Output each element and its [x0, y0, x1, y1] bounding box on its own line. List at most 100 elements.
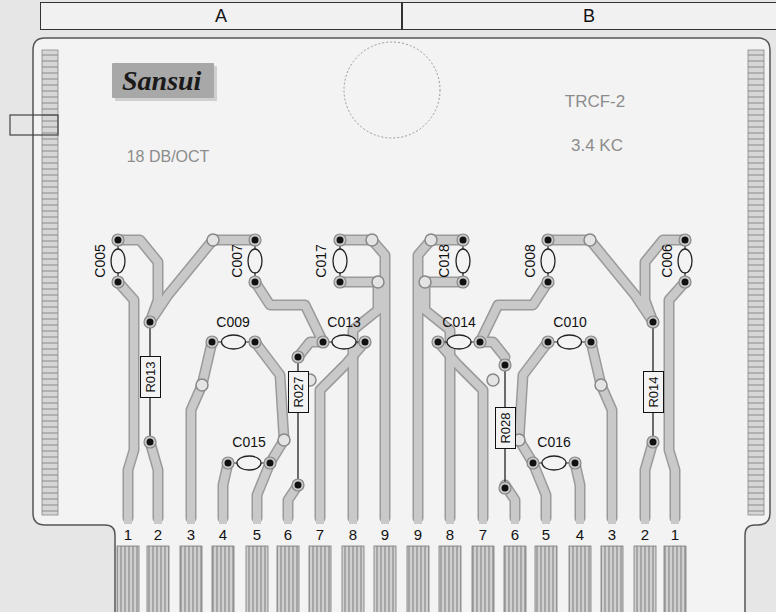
solder-point [267, 460, 274, 467]
copper-trace-edge [548, 240, 653, 322]
solder-point [337, 237, 344, 244]
component-pad [264, 457, 276, 469]
pin-number: 1 [671, 527, 679, 542]
pin-number: 5 [253, 527, 261, 542]
callout-number: C005 [93, 244, 107, 277]
pin-number: 9 [414, 527, 422, 542]
edge-finger [212, 546, 234, 612]
via-pad [584, 234, 596, 246]
solder-point [530, 460, 537, 467]
copper-trace [438, 342, 483, 518]
copper-trace [150, 442, 158, 518]
finger-stub [641, 518, 649, 524]
component-pad [542, 336, 554, 348]
finger-stub [608, 518, 616, 524]
solder-point [252, 237, 259, 244]
pin-number: 6 [511, 527, 519, 542]
callout-number: C007 [230, 244, 244, 277]
component-pad [222, 457, 234, 469]
solder-point [362, 339, 369, 346]
edge-finger [117, 546, 139, 612]
component-pad [334, 234, 346, 246]
edge-finger [277, 546, 299, 612]
solder-point [545, 279, 552, 286]
copper-trace [533, 463, 546, 518]
solder-point [225, 460, 232, 467]
component-pad [585, 336, 597, 348]
edge-finger [407, 546, 429, 612]
edge-finger [342, 546, 364, 612]
via-pad [419, 276, 431, 288]
finger-stub [187, 518, 195, 524]
solder-point [320, 339, 327, 346]
copper-trace-edge [340, 240, 385, 518]
edge-finger [246, 546, 268, 612]
edge-finger [664, 546, 686, 612]
pin-number: 7 [479, 527, 487, 542]
finger-stub [576, 518, 584, 524]
component-pad [499, 482, 511, 494]
copper-trace-edge [257, 463, 270, 518]
brand-logo: Sansui [112, 63, 214, 98]
copper-trace [191, 342, 212, 518]
column-letter: B [583, 6, 595, 27]
board-outline [33, 38, 770, 612]
component-pad [206, 336, 218, 348]
component-pad [249, 336, 261, 348]
edge-finger [374, 546, 396, 612]
component-pad [679, 276, 691, 288]
callout-number: C015 [232, 435, 265, 449]
component-pad [542, 234, 554, 246]
solder-point [460, 279, 467, 286]
finger-stub [124, 518, 132, 524]
column-letter: A [215, 6, 227, 27]
edge-finger [569, 546, 591, 612]
edge-finger [472, 546, 494, 612]
solder-point [650, 319, 657, 326]
component-pad [112, 234, 124, 246]
copper-trace-edge [575, 463, 580, 518]
finger-stub [542, 518, 550, 524]
solder-point [502, 485, 509, 492]
finger-stub [479, 518, 487, 524]
solder-point [588, 339, 595, 346]
component-pad [542, 276, 554, 288]
copper-trace [575, 463, 580, 518]
solder-point [460, 237, 467, 244]
component-pad [317, 336, 329, 348]
key-slot [10, 115, 58, 135]
copper-trace [340, 240, 385, 518]
pin-number: 2 [154, 527, 162, 542]
solder-point [209, 339, 216, 346]
brand-name: Sansui [122, 67, 201, 95]
resistor-box: R028 [495, 407, 516, 449]
pin-number: 8 [349, 527, 357, 542]
solder-point [115, 237, 122, 244]
cutoff-frequency: 3.4 KC [571, 137, 623, 154]
callout-number: C016 [537, 435, 570, 449]
finger-stub [154, 518, 162, 524]
solder-point [252, 339, 259, 346]
pin-number: 4 [576, 527, 584, 542]
component-pad [647, 316, 659, 328]
pin-number: 3 [608, 527, 616, 542]
finger-stub [284, 518, 292, 524]
finger-stub [349, 518, 357, 524]
copper-trace-edge [645, 442, 653, 518]
copper-trace-edge [591, 342, 612, 518]
copper-trace-edge [418, 240, 463, 518]
edge-finger [504, 546, 526, 612]
copper-trace [255, 282, 323, 342]
edge-finger [439, 546, 461, 612]
component-pad [249, 276, 261, 288]
copper-trace [669, 282, 685, 518]
mounting-circle [344, 42, 440, 138]
callout-number: C017 [314, 244, 328, 277]
finger-stub [253, 518, 261, 524]
copper-trace-edge [255, 282, 323, 342]
via-pad [487, 374, 499, 386]
edge-finger [309, 546, 331, 612]
component-pad [144, 436, 156, 448]
finger-stub [671, 518, 679, 524]
solder-point [147, 319, 154, 326]
